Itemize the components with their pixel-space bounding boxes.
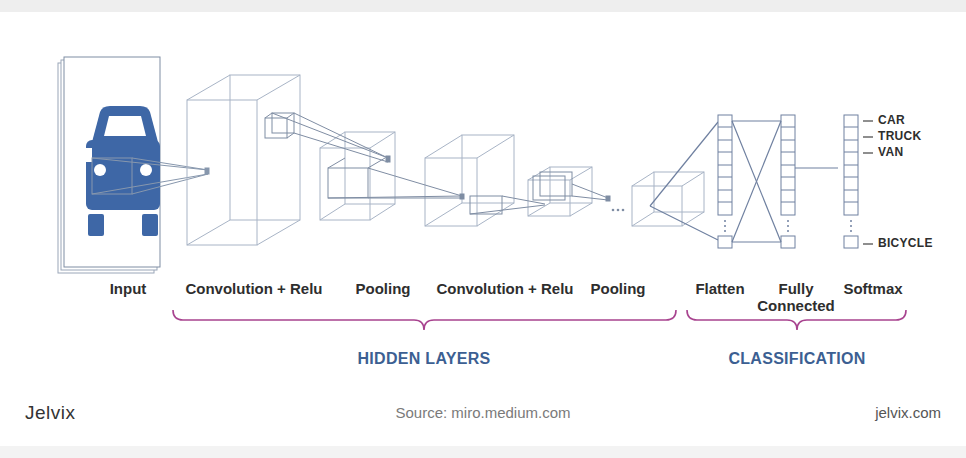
vector-columns — [718, 115, 858, 248]
source-note: Source: miro.medium.com — [395, 404, 570, 421]
ellipsis-dots — [612, 209, 625, 212]
class-label: CAR — [878, 113, 905, 127]
class-label: TRUCK — [878, 129, 922, 143]
class-label: BICYCLE — [878, 236, 933, 250]
kernel-projections — [265, 113, 610, 214]
input-panes — [58, 57, 160, 273]
group-title: HIDDEN LAYERS — [357, 350, 490, 368]
layer-label: Convolution + Relu — [185, 280, 322, 297]
brand-logo: Jelvix — [25, 402, 76, 424]
group-title: CLASSIFICATION — [728, 350, 865, 368]
layer-label: Pooling — [591, 280, 646, 297]
layer-label: Flatten — [695, 280, 744, 297]
class-label: VAN — [878, 145, 903, 159]
layer-label: Convolution + Relu — [436, 280, 573, 297]
layer-label: Softmax — [843, 280, 902, 297]
flatten-links — [650, 122, 718, 240]
feature-volumes — [187, 75, 704, 245]
layer-label: Input — [110, 280, 147, 297]
class-dashes — [863, 121, 873, 244]
bottom-band — [0, 446, 966, 458]
site-url: jelvix.com — [875, 404, 941, 421]
vector-dots — [724, 220, 852, 232]
layer-label: Pooling — [356, 280, 411, 297]
dense-links — [732, 121, 838, 242]
layer-label: Fully Connected — [751, 280, 841, 314]
input-kernel — [92, 158, 209, 194]
car-details — [94, 116, 152, 176]
top-band — [0, 0, 966, 12]
car-icon — [84, 106, 160, 236]
